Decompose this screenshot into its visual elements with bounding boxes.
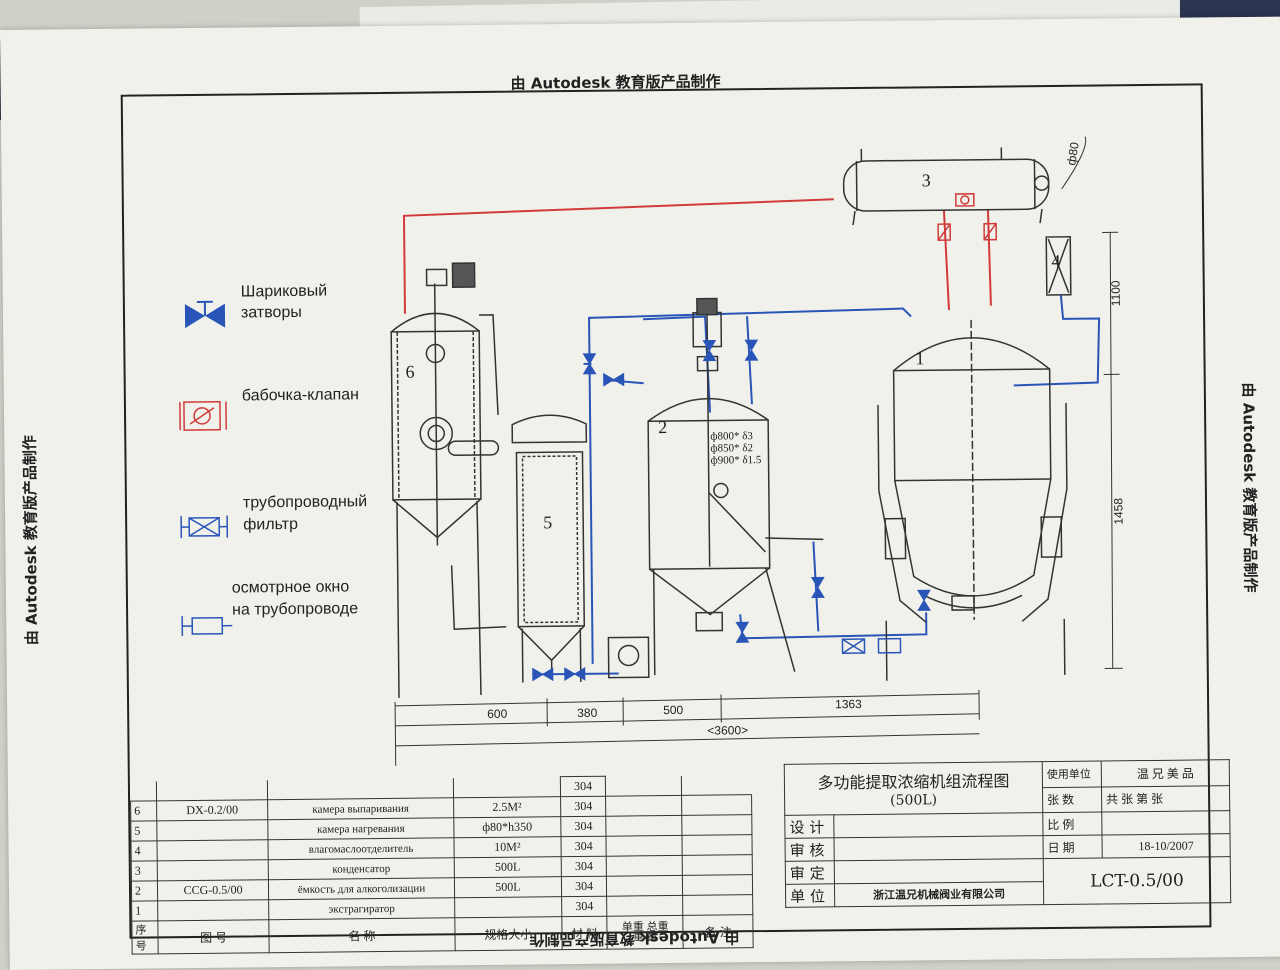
company-name: 浙江温兄机械阀业有限公司 <box>834 882 1043 907</box>
pipeline-filter-icon <box>181 516 227 538</box>
vessel-spec-1: ф800* δ3 <box>710 430 753 442</box>
dim-1363: 1363 <box>835 697 862 711</box>
legend-label-sight-glass-2: на трубопроводе <box>232 600 358 619</box>
top-material: 304 <box>561 776 606 796</box>
drawing-number: LCT-0.5/00 <box>1043 857 1230 905</box>
label-approve: 审 定 <box>785 861 834 885</box>
drawing-sheet: 由 Autodesk 教育版产品制作 由 Autodesk 教育版产品制作 由 … <box>0 17 1280 970</box>
drawing-subtitle: (500L) <box>789 791 1038 810</box>
date-value: 18-10/2007 <box>1102 834 1230 858</box>
tank-2 <box>647 297 825 675</box>
parts-table: 304 6 DX-0.2/00 камера выпаривания 2.5M²… <box>130 774 754 955</box>
dim-1458: 1458 <box>1111 498 1125 525</box>
vessel-spec-3: ф900* δ1.5 <box>710 454 761 467</box>
dim-600: 600 <box>487 707 507 721</box>
equipment-number-4: 4 <box>1051 251 1060 272</box>
label-review: 审 核 <box>785 838 834 862</box>
table-header-row: 序号 图 号 名 称 规格大小 材 料 单重 总重重 量 备 注 <box>132 915 753 955</box>
butterfly-valve-icon <box>180 402 226 430</box>
condenser-3 <box>843 147 1049 225</box>
liquid-pipeline <box>531 295 1103 675</box>
sheets-value: 共 张 第 张 <box>1101 785 1229 812</box>
pump <box>608 637 648 677</box>
legend-label-pipeline-filter-2: фильтр <box>243 516 298 535</box>
title-block: 多功能提取浓缩机组流程图 (500L) 使用单位 温 兄 美 品 张 数 共 张… <box>784 759 1231 908</box>
pipeline-filters <box>842 639 900 654</box>
drawing-title: 多功能提取浓缩机组流程图 <box>789 767 1038 794</box>
legend-label-ball-valve-2: затворы <box>241 304 302 323</box>
legend-icons <box>179 302 232 637</box>
sight-glass-icon <box>182 616 232 637</box>
label-sheets: 张 数 <box>1042 787 1101 813</box>
label-user: 使用单位 <box>1042 761 1101 787</box>
equipment-number-5: 5 <box>543 512 552 533</box>
legend-label-pipeline-filter: трубопроводный <box>243 493 367 512</box>
extractor-1 <box>877 319 1069 681</box>
vessel-spec-2: ф850* δ2 <box>710 442 753 454</box>
evaporator-6 <box>390 263 501 698</box>
equipment-number-2: 2 <box>658 417 667 438</box>
user-value: 温 兄 美 品 <box>1101 760 1229 787</box>
legend-label-butterfly-valve: бабочка-клапан <box>242 386 359 405</box>
dim-total: <3600> <box>707 723 748 737</box>
equipment-number-1: 1 <box>915 348 924 369</box>
dim-1100: 1100 <box>1109 280 1123 306</box>
dim-500: 500 <box>663 703 683 717</box>
legend-label-ball-valve: Шариковый <box>241 283 328 302</box>
dimension-lines <box>389 136 1123 766</box>
label-date: 日 期 <box>1043 835 1102 859</box>
equipment-number-6: 6 <box>405 362 414 383</box>
label-scale: 比 例 <box>1043 812 1102 836</box>
legend-label-sight-glass: осмотрное окно <box>232 578 350 597</box>
equipment-number-3: 3 <box>922 170 931 191</box>
ball-valve-icon <box>185 302 225 328</box>
dim-380: 380 <box>577 706 597 720</box>
label-design: 设 计 <box>785 815 834 839</box>
label-unit: 单 位 <box>785 884 834 908</box>
